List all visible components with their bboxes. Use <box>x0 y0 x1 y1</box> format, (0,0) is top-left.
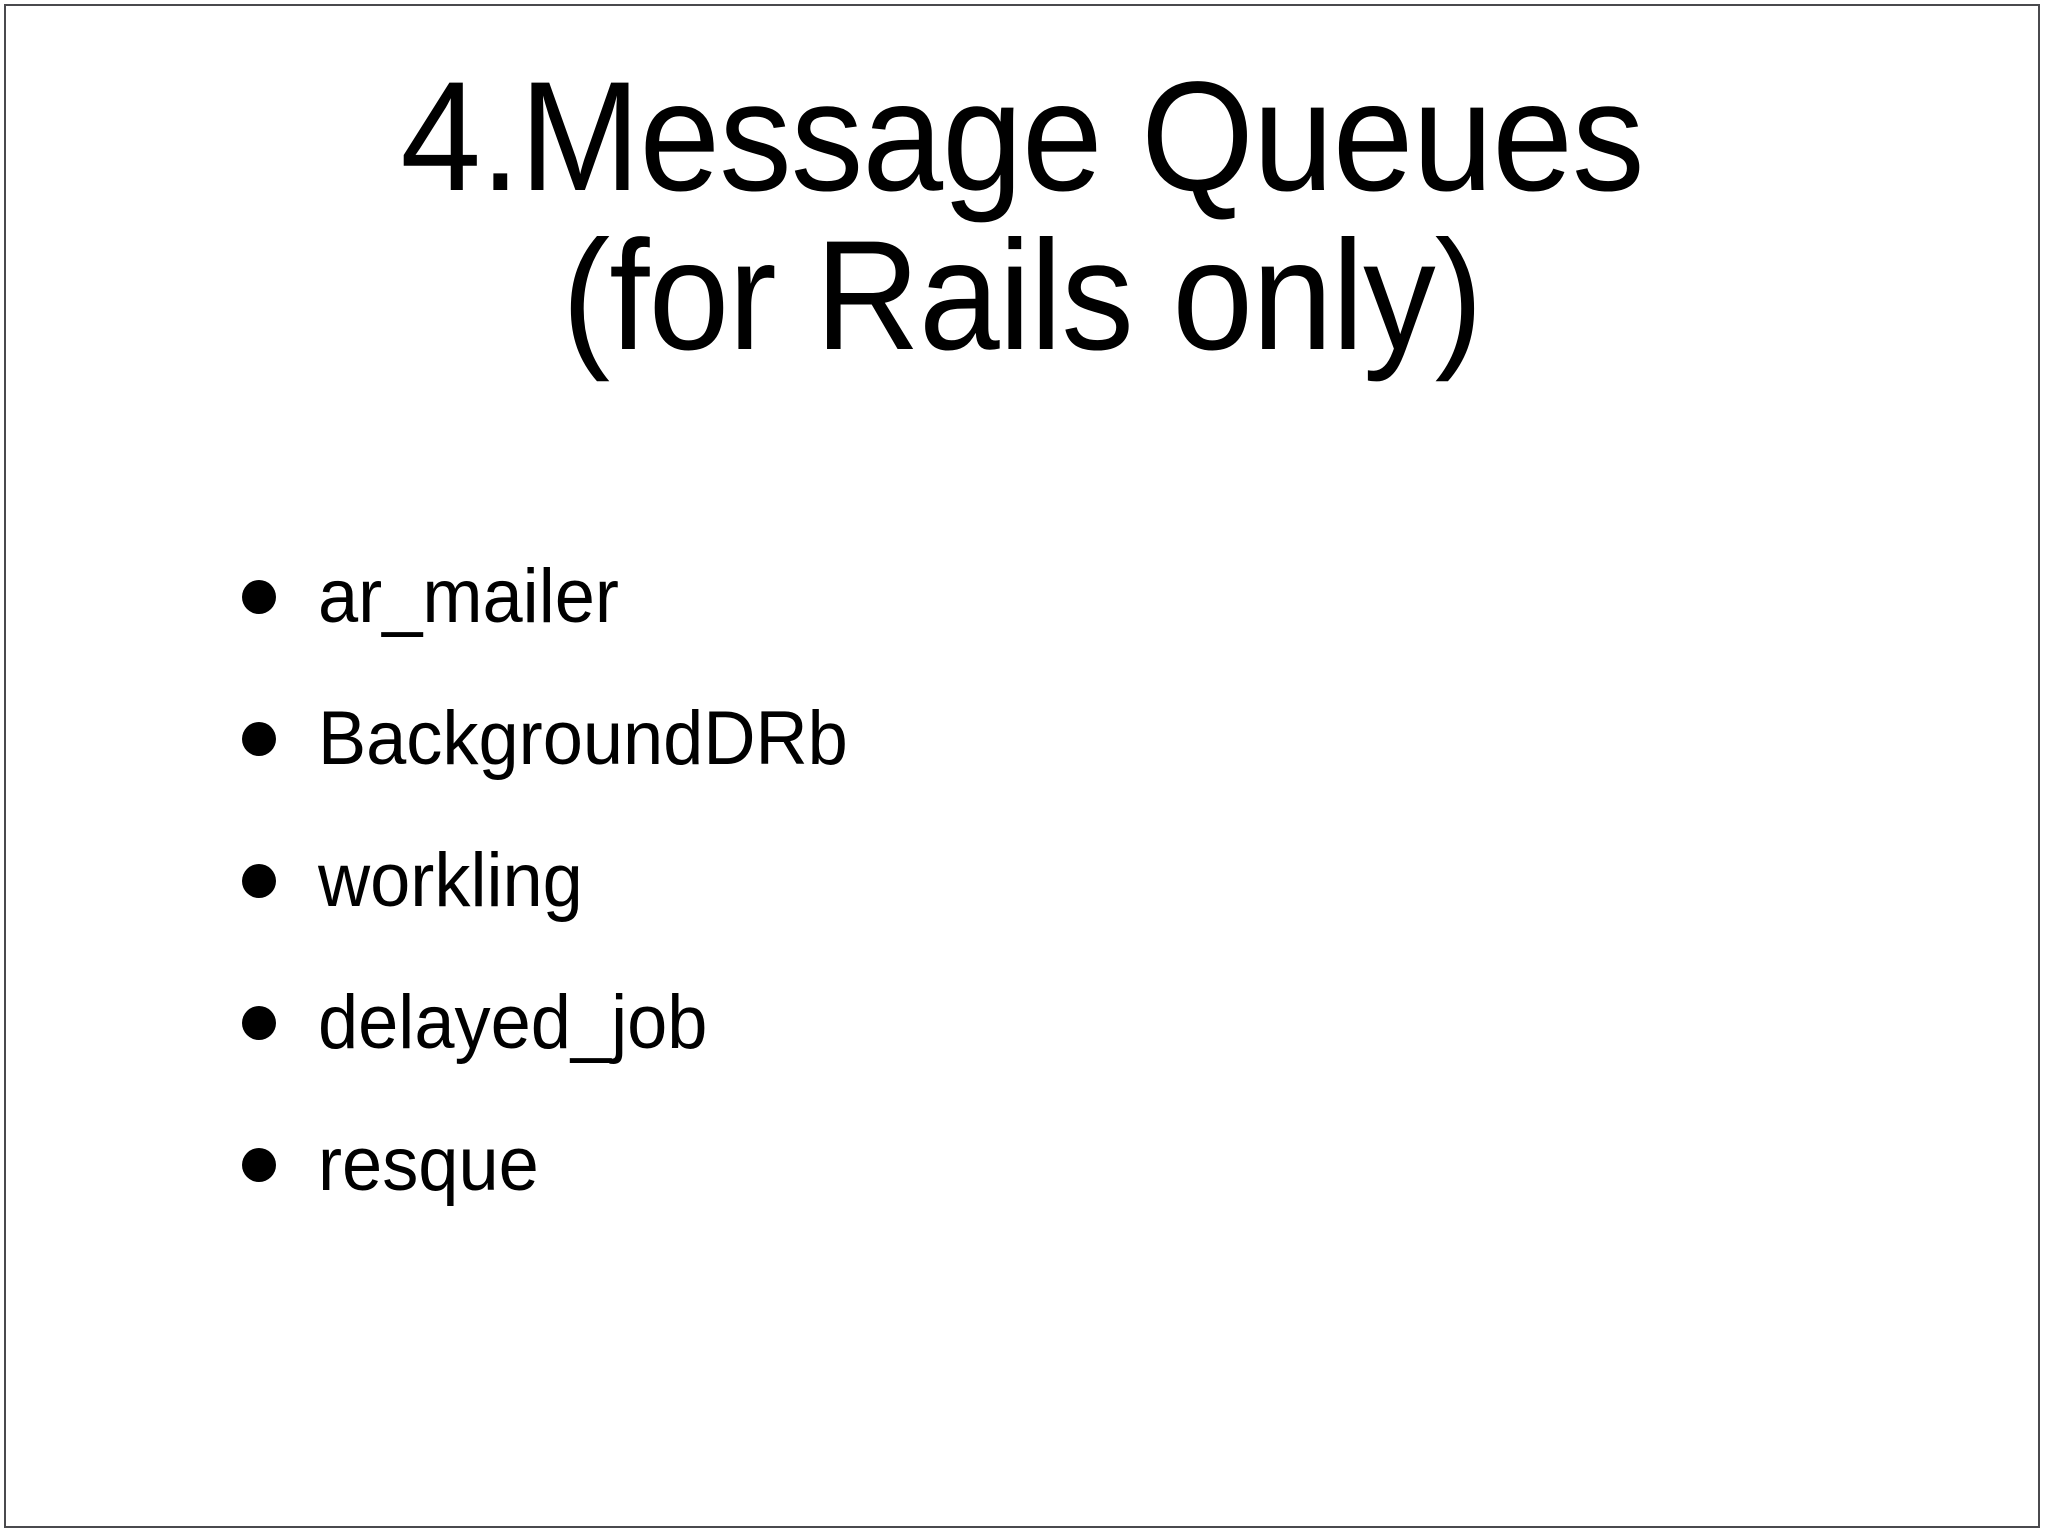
list-item: delayed_job <box>242 952 1842 1094</box>
bullet-dot-icon <box>242 1148 276 1182</box>
presentation-slide: 4.Message Queues (for Rails only) ar_mai… <box>4 4 2040 1528</box>
list-item-label: ar_mailer <box>318 554 619 639</box>
list-item-label: delayed_job <box>318 980 708 1065</box>
list-item: resque <box>242 1094 1842 1236</box>
bullet-dot-icon <box>242 1006 276 1040</box>
slide-content-area: 4.Message Queues (for Rails only) ar_mai… <box>6 6 2038 1526</box>
list-item: workling <box>242 810 1842 952</box>
bullet-list: ar_mailer BackgroundDRb workling delayed… <box>242 526 1842 1236</box>
list-item-label: BackgroundDRb <box>318 696 848 781</box>
list-item-label: workling <box>318 838 583 923</box>
bullet-dot-icon <box>242 864 276 898</box>
page-title: 4.Message Queues (for Rails only) <box>6 50 2038 384</box>
bullet-dot-icon <box>242 580 276 614</box>
bullet-dot-icon <box>242 722 276 756</box>
title-line-1: 4.Message Queues <box>400 50 1644 224</box>
list-item-label: resque <box>318 1122 539 1207</box>
title-line-2: (for Rails only) <box>561 209 1483 384</box>
list-item: BackgroundDRb <box>242 668 1842 810</box>
list-item: ar_mailer <box>242 526 1842 668</box>
